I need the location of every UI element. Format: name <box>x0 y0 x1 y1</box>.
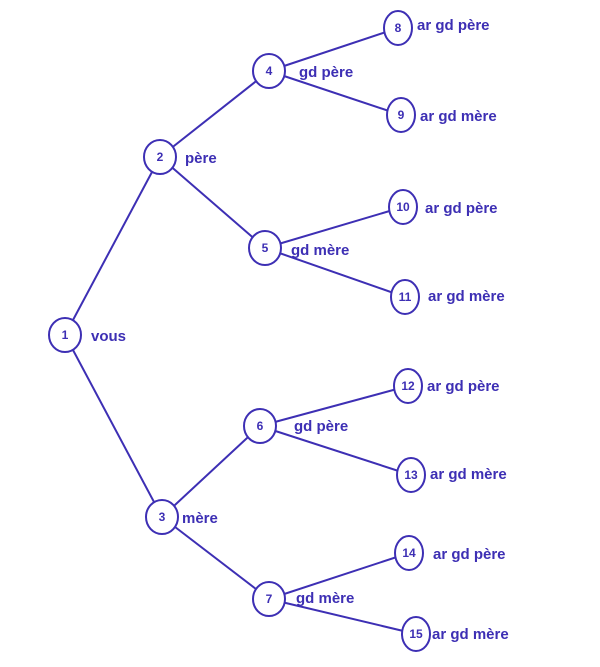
node-circle <box>401 616 431 652</box>
node-circle <box>48 317 82 353</box>
node-9: 9 ar gd mère <box>386 97 497 133</box>
node-label: ar gd père <box>433 546 506 563</box>
node-5: 5 gd mère <box>248 230 349 266</box>
edge-3-6 <box>161 425 261 518</box>
node-3: 3 mère <box>145 499 218 535</box>
node-number: 5 <box>262 241 269 255</box>
node-number: 4 <box>266 64 273 78</box>
node-circle <box>252 581 286 617</box>
node-number: 14 <box>402 546 416 560</box>
node-label: ar gd mère <box>420 108 497 125</box>
node-circle <box>243 408 277 444</box>
edge-2-4 <box>159 70 270 158</box>
edge-4-9 <box>268 70 402 116</box>
node-number: 13 <box>404 468 418 482</box>
node-1: 1 vous <box>48 317 126 353</box>
node-circle <box>145 499 179 535</box>
node-15: 15 ar gd mère <box>401 616 509 652</box>
edges-layer <box>64 27 417 635</box>
node-number: 1 <box>62 328 69 342</box>
node-2: 2 père <box>143 139 217 175</box>
node-number: 11 <box>399 290 412 304</box>
node-circle <box>393 368 423 404</box>
node-number: 9 <box>398 108 405 122</box>
node-label: ar gd mère <box>432 626 509 643</box>
node-label: vous <box>91 328 126 345</box>
edge-4-8 <box>268 27 399 72</box>
node-number: 6 <box>257 419 264 433</box>
node-number: 15 <box>409 627 423 641</box>
node-label: mère <box>182 510 218 527</box>
node-number: 2 <box>157 150 164 164</box>
node-circle <box>143 139 177 175</box>
node-label: père <box>185 150 217 167</box>
edge-7-14 <box>268 552 410 600</box>
node-6: 6 gd père <box>243 408 348 444</box>
node-label: ar gd père <box>417 17 490 34</box>
node-label: gd mère <box>296 590 354 607</box>
node-circle <box>386 97 416 133</box>
node-circle <box>396 457 426 493</box>
node-number: 7 <box>266 592 273 606</box>
node-12: 12 ar gd père <box>393 368 500 404</box>
node-number: 8 <box>395 21 402 35</box>
node-label: ar gd mère <box>428 288 505 305</box>
node-circle <box>383 10 413 46</box>
node-circle <box>388 189 418 225</box>
node-13: 13 ar gd mère <box>396 457 507 493</box>
nodes-layer: 1 vous 2 père 3 mère 4 gd père 5 gd mère 6 gd père 7… <box>48 10 509 652</box>
node-number: 12 <box>401 379 415 393</box>
edge-2-5 <box>159 156 266 249</box>
node-circle <box>252 53 286 89</box>
node-8: 8 ar gd père <box>383 10 490 46</box>
edge-5-11 <box>264 247 406 298</box>
edge-1-2 <box>64 156 161 336</box>
node-number: 3 <box>159 510 166 524</box>
edge-1-3 <box>64 334 163 518</box>
edge-5-10 <box>264 206 404 249</box>
node-circle <box>248 230 282 266</box>
edge-6-12 <box>259 385 409 427</box>
node-label: gd mère <box>291 242 349 259</box>
node-label: ar gd père <box>427 378 500 395</box>
node-7: 7 gd mère <box>252 581 354 617</box>
node-circle <box>394 535 424 571</box>
edge-7-15 <box>268 598 417 635</box>
node-number: 10 <box>396 200 410 214</box>
edge-3-7 <box>161 516 270 600</box>
node-10: 10 ar gd père <box>388 189 498 225</box>
node-14: 14 ar gd père <box>394 535 506 571</box>
node-label: gd père <box>299 64 353 81</box>
node-11: 11 ar gd mère <box>390 279 505 315</box>
node-label: ar gd père <box>425 200 498 217</box>
node-circle <box>390 279 420 315</box>
node-label: gd père <box>294 418 348 435</box>
node-4: 4 gd père <box>252 53 353 89</box>
node-label: ar gd mère <box>430 466 507 483</box>
edge-6-13 <box>259 425 412 476</box>
